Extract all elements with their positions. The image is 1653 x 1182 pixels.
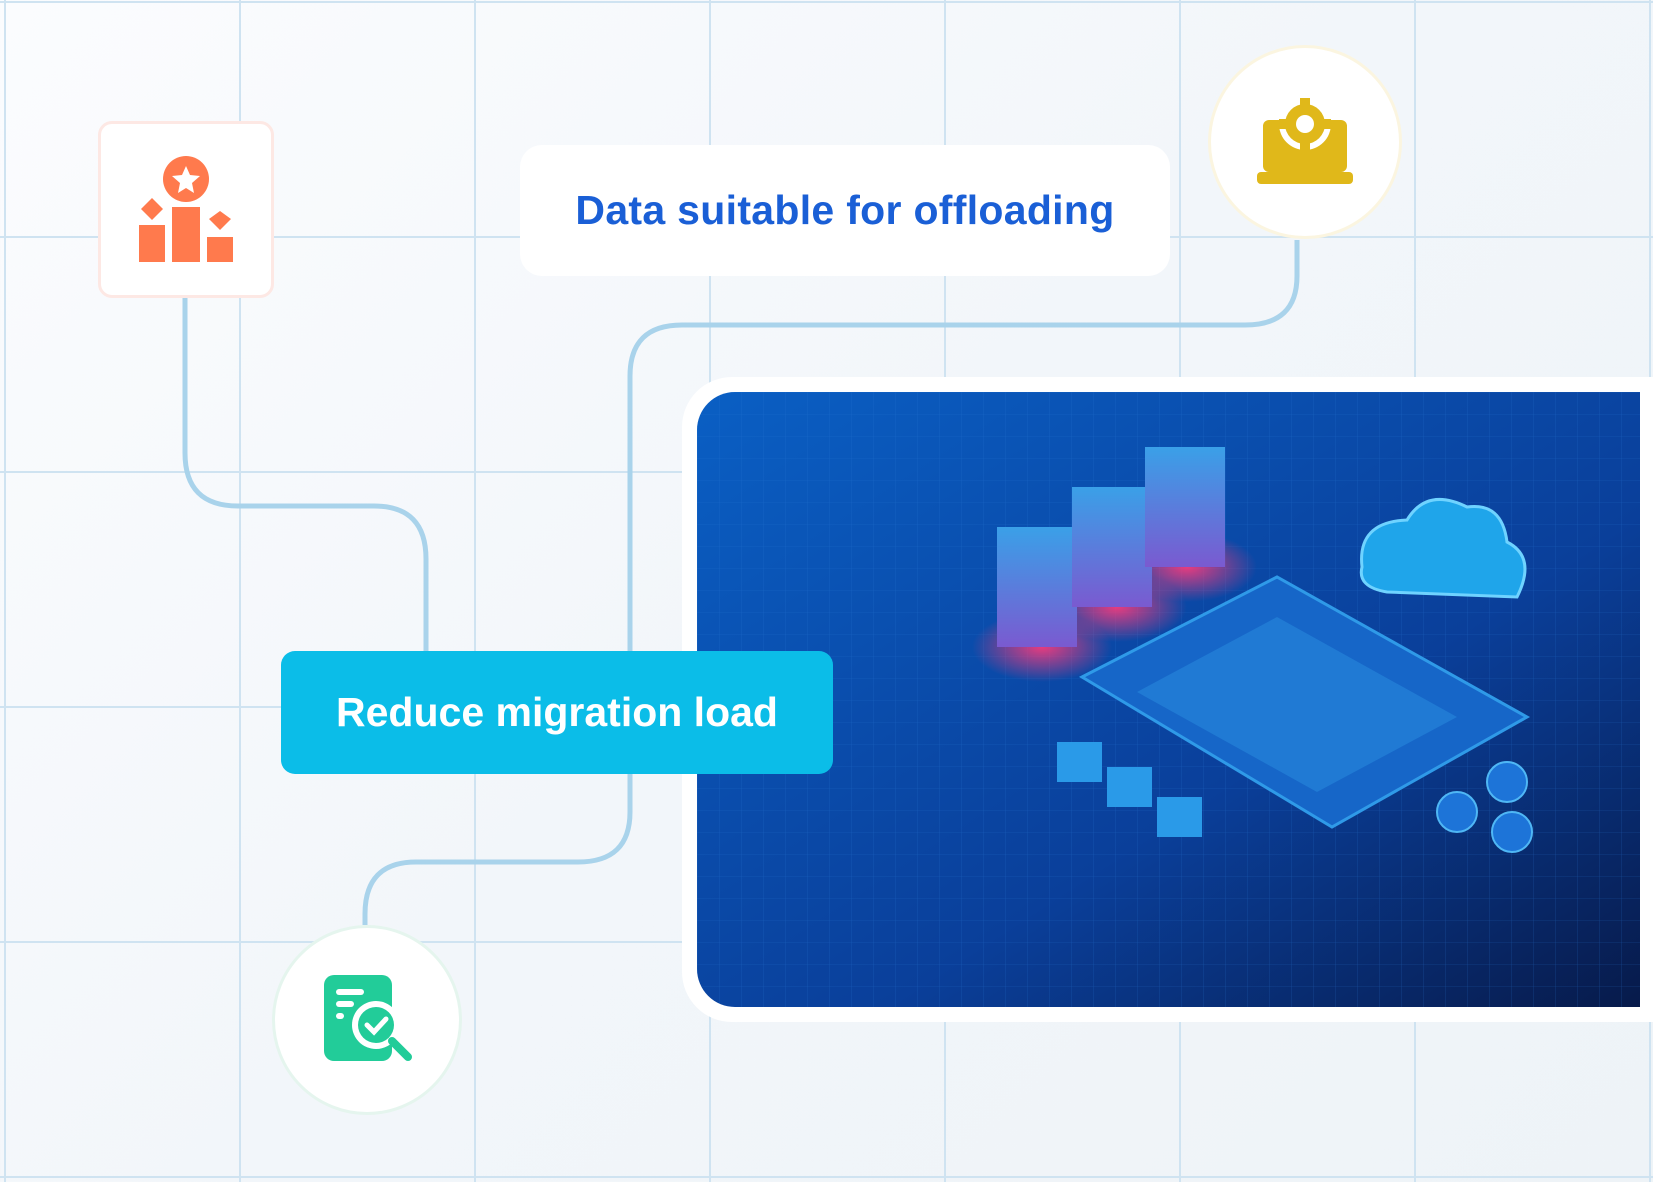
podium-star-icon [139,155,233,262]
laptop-gear-icon [1257,98,1353,184]
reduce-label: Reduce migration load [336,689,778,735]
connector-lines [182,240,1300,925]
offloading-label-box: Data suitable for offloading [520,145,1170,276]
cloud-icon [1359,498,1527,599]
document-search-check-icon [324,975,412,1061]
server-towers [972,447,1257,682]
gears-icon [1436,761,1533,853]
laptop-circle [1208,45,1402,239]
data-center-illustration [697,392,1640,1007]
reduce-label-box: Reduce migration load [281,651,833,774]
offloading-label: Data suitable for offloading [575,187,1115,233]
ranking-card [98,121,274,298]
document-circle [272,925,462,1115]
illustration-frame [682,377,1653,1022]
small-servers [1057,742,1202,837]
